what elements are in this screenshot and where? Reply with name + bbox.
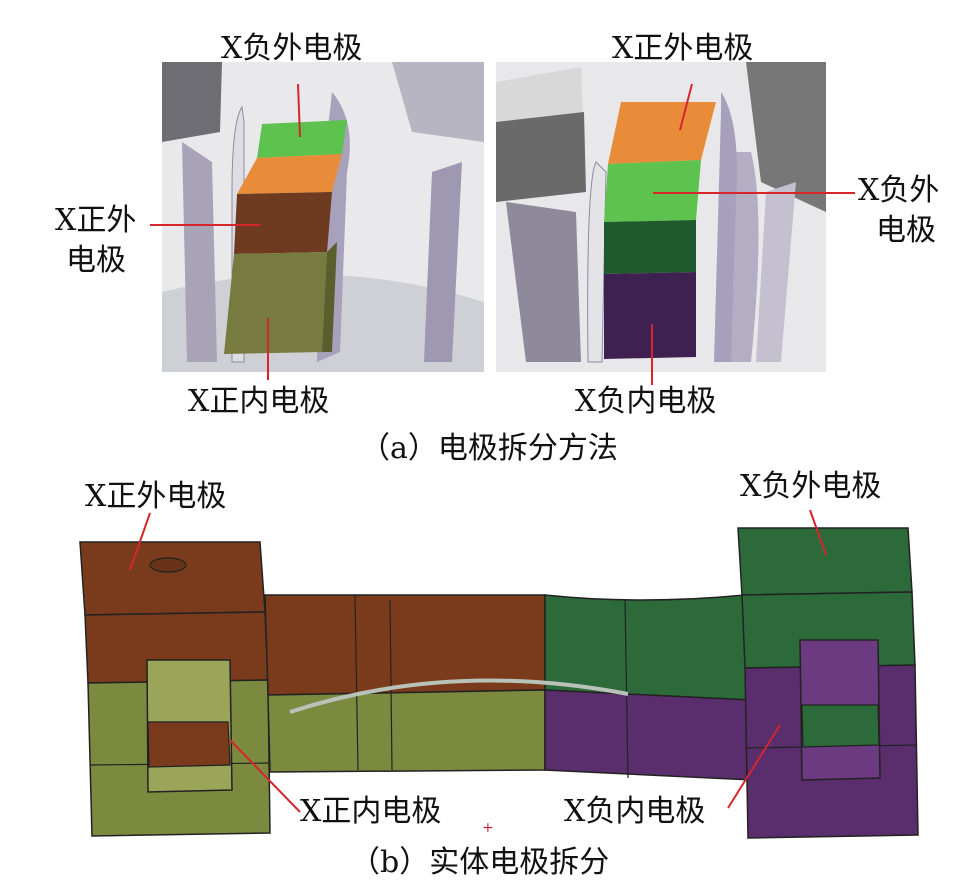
left-brown-block [234, 192, 332, 254]
window-brown-insert [147, 721, 231, 768]
right-green-block [604, 160, 701, 222]
caption-a: （a）电极拆分方法 [360, 431, 618, 466]
label-b-bottom-left: X正内电极 [300, 794, 442, 829]
label-b-top-left: X正外电极 [85, 479, 227, 514]
label-a-left-side-2: 电极 [66, 243, 126, 278]
label-a-left-side-1: X正外 [55, 203, 137, 238]
label-a-right-side-2: 电极 [876, 213, 936, 248]
left-panel-render [162, 62, 484, 372]
left-orange-block [237, 154, 342, 194]
right-purple-block [604, 272, 696, 359]
right-darkgreen-block [604, 220, 696, 274]
right-panel-render [496, 62, 826, 372]
label-b-top-right: X负外电极 [740, 469, 882, 504]
label-a-right-bottom: X负内电极 [575, 384, 717, 419]
left-olive-block [224, 252, 327, 354]
right-orange-block [608, 102, 716, 164]
caption-b: （b）实体电极拆分 [350, 845, 610, 880]
window-green-insert [801, 704, 880, 748]
left-green-block [257, 120, 347, 158]
panel-a-left [162, 62, 484, 372]
panel-a-right [496, 62, 826, 372]
label-a-left-top: X负外电极 [221, 31, 363, 66]
svg-text:+: + [482, 820, 494, 836]
label-b-bottom-right: X负内电极 [564, 794, 706, 829]
label-a-right-top: X正外电极 [612, 31, 754, 66]
label-a-right-side-1: X负外 [858, 173, 940, 208]
label-a-left-bottom: X正内电极 [188, 384, 330, 419]
